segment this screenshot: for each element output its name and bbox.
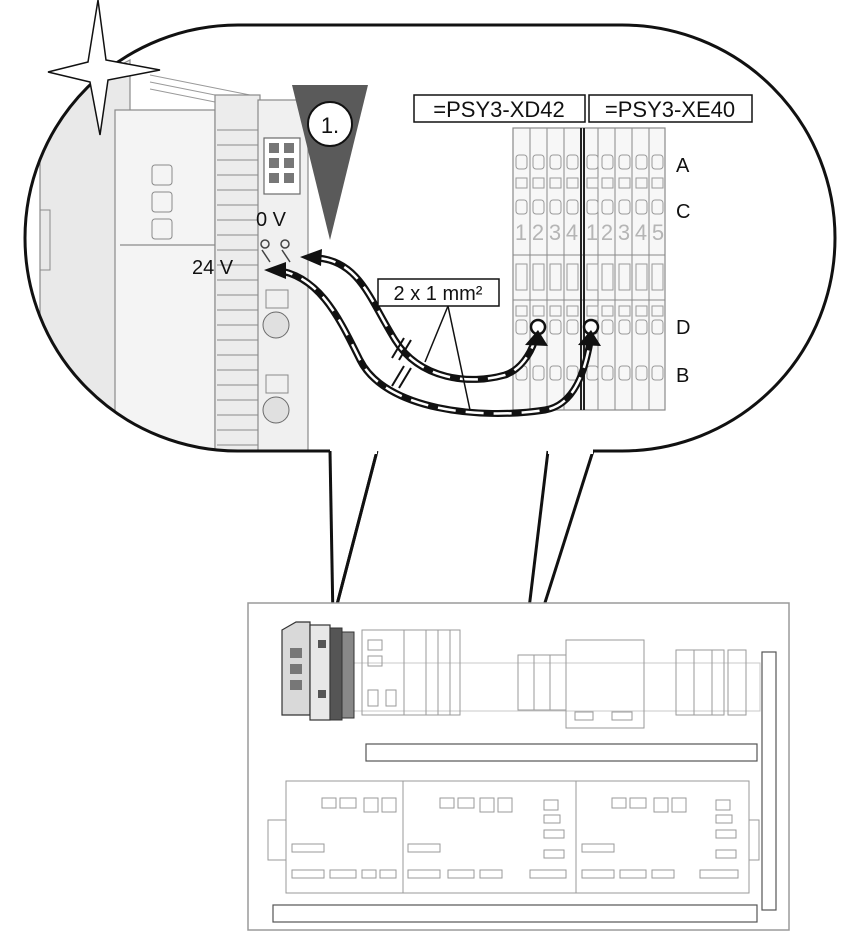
cable-pair: [264, 249, 601, 417]
xe40-terminal-3: 3: [618, 220, 630, 245]
step-number: 1.: [321, 113, 339, 138]
terminal-strip: 1 2 3 4 1 2 3 4 5: [512, 127, 666, 411]
xd42-terminal-3: 3: [549, 220, 561, 245]
xe40-tag-box: [588, 94, 753, 123]
xd42-tag: =PSY3-XD42: [433, 97, 564, 122]
step-marker: 1.: [292, 85, 368, 240]
xe40-terminal-2: 2: [601, 220, 613, 245]
xd42-terminal-4: 4: [566, 220, 578, 245]
lower-modules: [267, 780, 760, 894]
xe40-terminal-5: 5: [652, 220, 664, 245]
zero-volt-label: 0 V: [256, 209, 287, 231]
io-modules: [361, 629, 461, 716]
row-label-c: C: [676, 201, 690, 223]
labels: =PSY3-XD42 =PSY3-XE40 A C D B 0 V 24 V 2…: [192, 94, 753, 411]
xe40-terminal-4: 4: [635, 220, 647, 245]
xd42-terminal-1: 1: [515, 220, 527, 245]
cabinet-overview: [247, 602, 790, 931]
row-label-b: B: [676, 365, 689, 387]
cable-label: 2 x 1 mm²: [394, 283, 483, 305]
cable-label-box: [377, 278, 500, 307]
starburst-icon: [47, 0, 161, 136]
power-terminal: [260, 239, 291, 263]
row-label-a: A: [676, 155, 690, 177]
callout-tail: [328, 447, 595, 651]
zoomed-view: 1.: [39, 59, 666, 451]
xd42-tag-box: [413, 94, 586, 123]
terminal-blocks-thumbnail: [517, 639, 747, 729]
xd42-terminal-2: 2: [532, 220, 544, 245]
plus-24v-label: 24 V: [192, 257, 234, 279]
xe40-terminal-1: 1: [586, 220, 598, 245]
xe40-tag: =PSY3-XE40: [605, 97, 735, 122]
row-label-d: D: [676, 317, 690, 339]
controller-thumbnail: [281, 621, 355, 721]
